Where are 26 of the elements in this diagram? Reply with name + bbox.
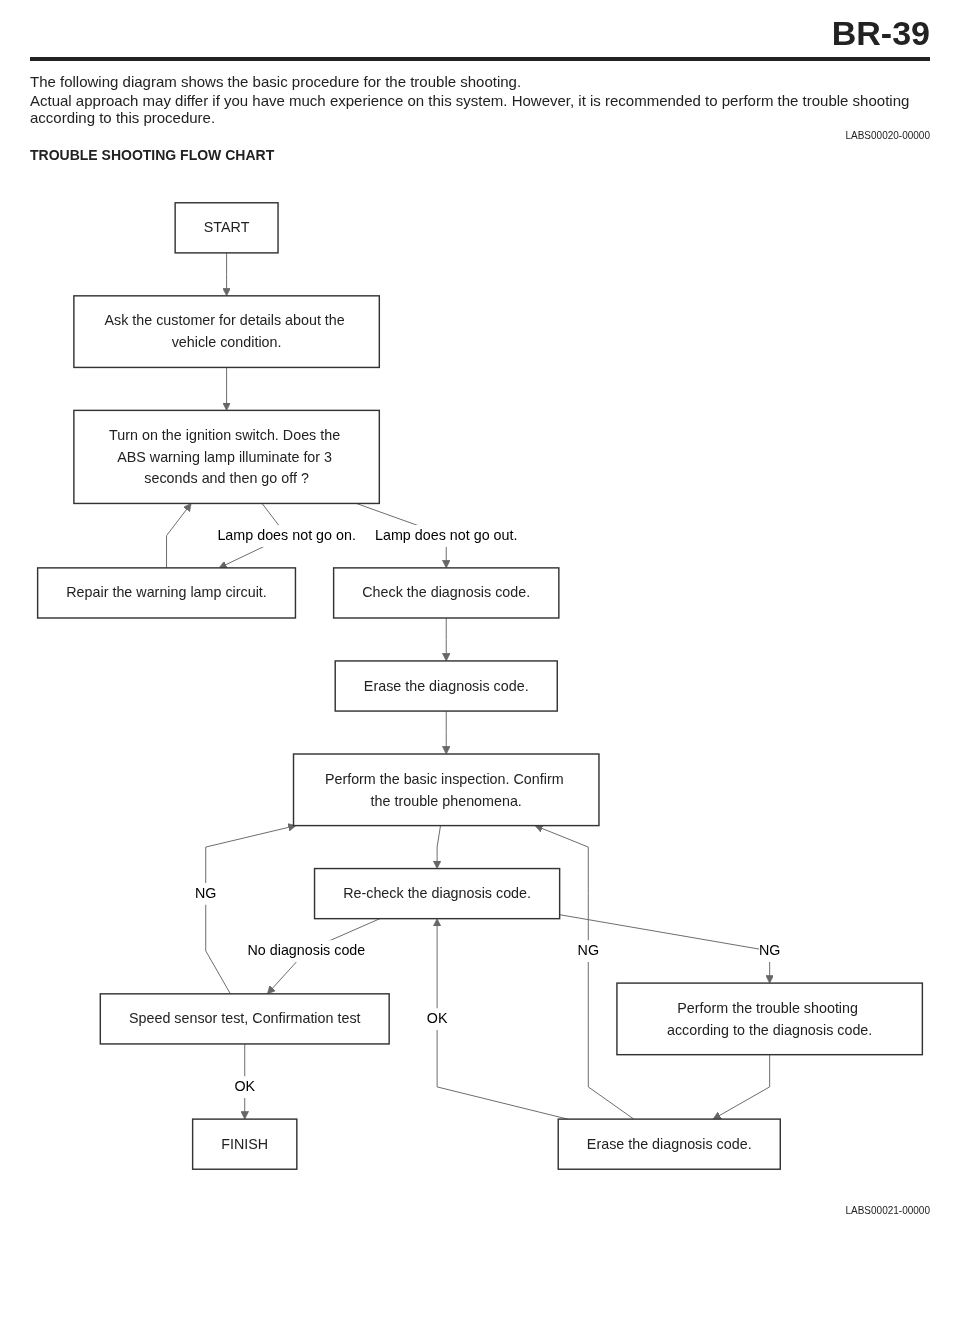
intro-text: The following diagram shows the basic procedure for the trouble shooting. [30, 73, 523, 90]
node-box: Turn on the ignition switch. Does the ABS warning lamp illuminate for 3 seconds and then go off ? [73, 409, 381, 505]
edge-label: OK [234, 1078, 256, 1095]
node-box: Perform the basic inspection. Confirm the trouble phenomena. [292, 753, 600, 827]
node-box: Erase the diagnosis code. [334, 660, 558, 712]
intro-text: Actual approach may differ if you have much experience on this system. However, it is recommended to perform the trouble shooting according to this procedure. [30, 92, 911, 126]
node-box: Perform the trouble shooting according to the diagnosis code. [616, 982, 924, 1056]
edge-label: OK [426, 1010, 448, 1027]
node-box: Re-check the diagnosis code. [313, 867, 561, 920]
edge-label: NG [195, 884, 217, 902]
node-box: FINISH [191, 1118, 298, 1170]
edge-label: No diagnosis code [247, 942, 366, 959]
edge-label: NG [758, 942, 781, 959]
chart-title: TROUBLE SHOOTING FLOW CHART [30, 147, 276, 163]
node-box: Speed sensor test, Confirmation test [99, 993, 390, 1045]
reference-code: LABS00020-00000 [844, 130, 930, 141]
node-box: Repair the warning lamp circuit. [36, 567, 297, 619]
node-box: Ask the customer for details about the vehicle condition. [73, 295, 381, 369]
reference-code: LABS00021-00000 [844, 1205, 930, 1216]
node-box: Check the diagnosis code. [332, 567, 560, 619]
node-box: START [174, 202, 279, 254]
edge-label: NG [577, 942, 600, 959]
edge-label: Lamp does not go out. [374, 526, 518, 544]
page-number: BR-39 [830, 14, 930, 53]
node-box: Erase the diagnosis code. [557, 1118, 781, 1170]
edge-label: Lamp does not go on. [217, 526, 356, 544]
